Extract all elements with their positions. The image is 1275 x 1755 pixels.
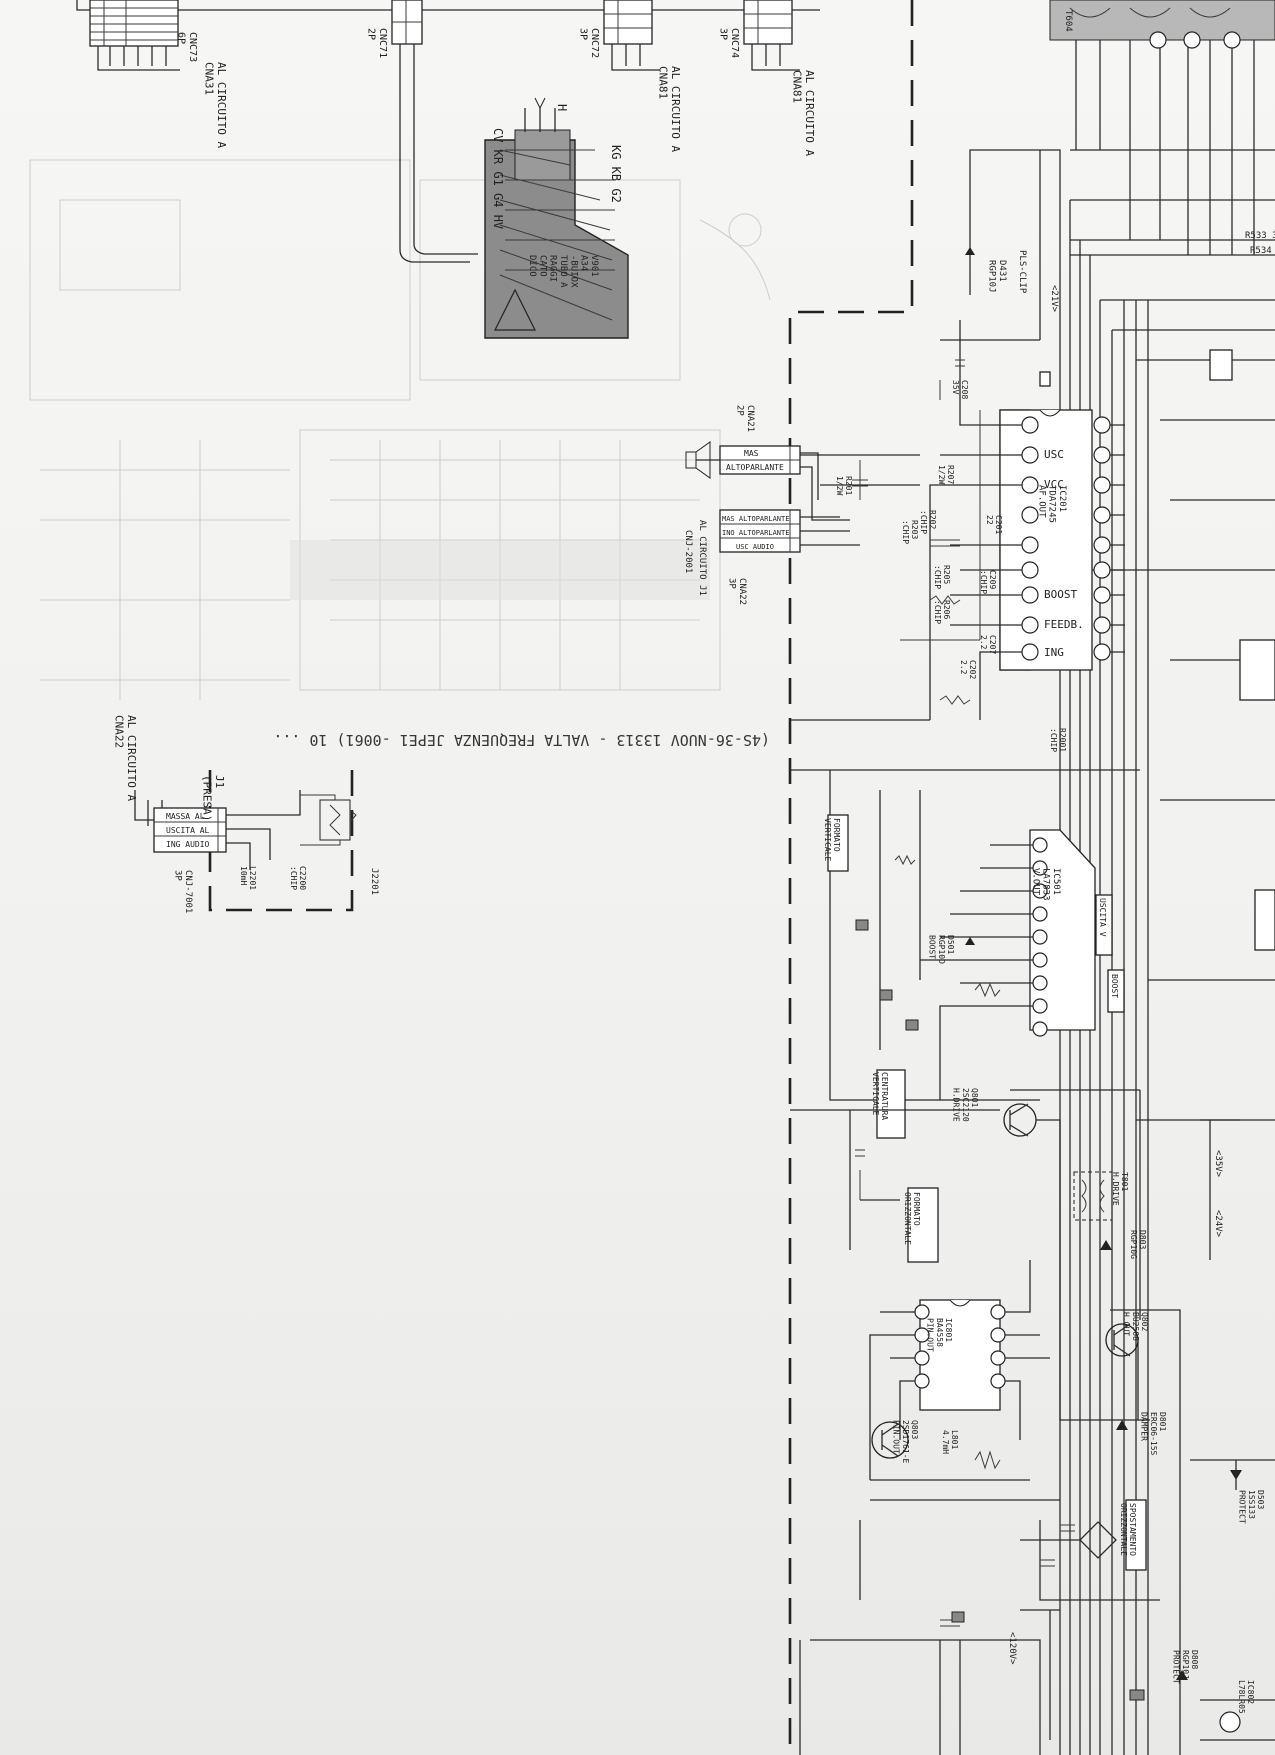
ic801-label: IC801BA4558PIN.OUT bbox=[926, 1318, 953, 1352]
al-circuito-cna81b-label: AL CIRCUITO ACNA81 bbox=[790, 70, 816, 156]
v21-label: <21V> bbox=[1049, 285, 1059, 313]
v24-label: <24V> bbox=[1213, 1210, 1223, 1238]
horizontal-output: Q802BU2508H.OUT D801ERC06-15SDAMPER SPOS… bbox=[1020, 1309, 1275, 1755]
q802-label: Q802BU2508H.OUT bbox=[1122, 1312, 1149, 1341]
c201-label: C20122 bbox=[985, 515, 1003, 534]
r202-label: R202:CHIP bbox=[919, 510, 937, 534]
crt-socket: H CV KR G1 G4 HV KG KB G2 V901A34-BUIOXT… bbox=[484, 97, 629, 339]
ic201-ing: ING bbox=[1044, 646, 1064, 659]
t801-label: T801H.DRIVE bbox=[1111, 1172, 1129, 1206]
ic201-usc: USC bbox=[1044, 448, 1064, 461]
d801-label: D801ERC06-15SDAMPER bbox=[1140, 1412, 1167, 1456]
jack-row2: USCITA AL bbox=[166, 826, 210, 835]
spostamento-label: SPOSTAMENTOORIZZONTALE bbox=[1119, 1503, 1137, 1556]
audio-jack-j1: MASSA AL USCITA AL ING AUDIO AL CIRCUITO… bbox=[112, 715, 379, 913]
supply-rails: <120V> <24V> <35V> D808RGP10JPROTECT IC8… bbox=[799, 1119, 1275, 1755]
cnc71-label: CNC712P bbox=[366, 28, 389, 58]
al-circuito-cna22-label: AL CIRCUITO ACNA22 bbox=[112, 715, 138, 801]
ic201-title: IC201TDA7245AF.OUT bbox=[1036, 485, 1067, 523]
formato-verticale-label: FORMATOVERTICALE bbox=[823, 818, 841, 862]
cnc73-label: CNC736P bbox=[176, 32, 199, 62]
cnc72-label: CNC723P bbox=[578, 28, 601, 58]
d803-label: D803RGP10G bbox=[1129, 1230, 1147, 1259]
crt-h-label: H bbox=[555, 104, 569, 111]
cn-altoparlante-label: ALTOPARLANTE bbox=[726, 463, 784, 472]
audio-connector-cna22: MAS ALTOPARLANTE INO ALTOPARLANTE USC AU… bbox=[683, 509, 860, 605]
centratura-verticale-label: CENTRATURAVERTICALE bbox=[871, 1072, 889, 1120]
d501-label: D501RGP10DBOOST bbox=[928, 935, 955, 964]
ic201-vcc: VCC bbox=[1044, 478, 1064, 491]
c208-label: C20835V bbox=[951, 380, 969, 399]
ic201-feedb: FEEDB. bbox=[1044, 618, 1084, 631]
speaker-connector-cna21: MAS ALTOPARLANTE CNA212P bbox=[685, 405, 850, 521]
ic501-label: IC501LA7833V.OUT bbox=[1030, 868, 1061, 901]
r533-label: R533 3. bbox=[1245, 231, 1275, 241]
r206-label: R206:CHIP bbox=[933, 600, 951, 624]
pls-clip-label: PLS-CLIP bbox=[1017, 250, 1027, 294]
cna22-label: CNA223P bbox=[727, 578, 747, 605]
jack-row3: ING AUDIO bbox=[166, 840, 210, 849]
ic201-right-pins bbox=[1093, 416, 1111, 661]
ic501-pins bbox=[1032, 837, 1048, 1037]
c207-label: C2072.2 bbox=[979, 635, 997, 654]
r205-label: R205:CHIP bbox=[933, 565, 951, 589]
connector-cnc73: CNC736P AL CIRCUITO ACNA31 bbox=[76, 0, 820, 148]
r203-label: R203:CHIP bbox=[901, 520, 919, 544]
formato-orizzontale-label: FORMATOORIZZONTALE bbox=[903, 1192, 921, 1245]
j1-row2: INO ALTOPARLANTE bbox=[722, 529, 789, 537]
q801-label: Q8012SC2120H.DRIVE bbox=[952, 1088, 979, 1122]
j1-row1: MAS ALTOPARLANTE bbox=[722, 515, 789, 523]
d431-label: D431RGP10J bbox=[987, 260, 1007, 293]
d808-label: D808RGP10JPROTECT bbox=[1172, 1650, 1199, 1684]
r2001-label: R2001:CHIP bbox=[1049, 728, 1067, 752]
q803-label: Q8032SD1761-EPIN.OUT bbox=[892, 1420, 919, 1464]
connector-cnc74: CNC743P AL CIRCUITO ACNA81 bbox=[718, 0, 816, 156]
j1-title-label: AL CIRCUITO J1 bbox=[697, 520, 707, 596]
v35-label: <35V> bbox=[1213, 1150, 1223, 1178]
connector-cnc71: CNC712P bbox=[366, 0, 478, 263]
horizontal-drive: Q8012SC2120H.DRIVE T801H.DRIVE D803RGP10… bbox=[790, 1088, 1147, 1320]
ic201-audio-amp: USC VCC BOOST FEEDB. ING IC201TDA7245AF.… bbox=[929, 150, 1125, 720]
j1-cn-label: CNJ-2001 bbox=[683, 530, 693, 573]
ic802-label: IC802L78LR05 bbox=[1237, 1680, 1255, 1714]
v120-label: <120V> bbox=[1007, 1632, 1017, 1665]
jack-row1: MASSA AL bbox=[166, 812, 205, 821]
ic501-vertical-out: IC501LA7833V.OUT USCITA V BOOST FORMATOV… bbox=[790, 769, 1140, 1139]
al-circuito-cna81-label: AL CIRCUITO ACNA81 bbox=[656, 66, 682, 152]
r534-label: R534 bbox=[1250, 246, 1272, 256]
cn-mas-label: MAS bbox=[744, 449, 759, 458]
crt-right-pins-label: KG KB G2 bbox=[609, 145, 623, 203]
l2201-label: L220110mH bbox=[239, 866, 257, 890]
cna21-label: CNA212P bbox=[735, 405, 755, 432]
faint-background-print: (4S-36-NUOV 13313 - VALTA FREQUENZA JEPE… bbox=[29, 159, 771, 749]
j2201-label: J2201 bbox=[369, 868, 379, 895]
crt-v901-label: V901A34-BUIOXTUBO ARAGGICATODICO bbox=[527, 255, 599, 288]
l801-label: L8014.7mH bbox=[941, 1430, 959, 1454]
crt-left-pins-label: CV KR G1 G4 HV bbox=[491, 128, 505, 229]
connector-cnc72: CNC723P AL CIRCUITO ACNA81 bbox=[578, 0, 682, 152]
ic801-pin-amp: IC801BA4558PIN.OUT Q8032SD1761-EPIN.OUT … bbox=[859, 1260, 1060, 1600]
d503-label: D5031SS133PROTECT bbox=[1238, 1490, 1265, 1524]
faint-mirror-text: (4S-36-NUOV 13313 - VALTA FREQUENZA JEPE… bbox=[273, 731, 770, 749]
boost-label: BOOST bbox=[1110, 974, 1119, 998]
cnc74-label: CNC743P bbox=[718, 28, 741, 58]
board-boundary bbox=[208, 0, 914, 1755]
jack-title: J1(PRESA) bbox=[200, 775, 226, 821]
c209-label: C209:CHIP bbox=[979, 570, 997, 594]
al-circuito-cna31-label: AL CIRCUITO ACNA31 bbox=[202, 62, 228, 148]
t604-label: T604 bbox=[1063, 10, 1073, 32]
cnj7001-label: CNJ-70013P bbox=[173, 870, 193, 913]
r207-label: R2071/2W bbox=[937, 465, 955, 484]
ic201-passives: R2071/2W C20835V C20122 R202:CHIP R203:C… bbox=[790, 320, 1067, 752]
upper-right-circuit: T604 R533 3. R534 D431RGP10J PLS-CLIP <2… bbox=[965, 0, 1275, 1755]
r201-label: R2011/2W bbox=[835, 476, 853, 495]
c202-label: C2022.2 bbox=[959, 660, 977, 679]
c2200-label: C2200:CHIP bbox=[289, 866, 307, 890]
ic201-boost: BOOST bbox=[1044, 588, 1077, 601]
uscita-v-label: USCITA V bbox=[1098, 898, 1107, 937]
ic201-left-pins bbox=[1021, 416, 1039, 661]
j1-row3: USC AUDIO bbox=[736, 543, 774, 551]
